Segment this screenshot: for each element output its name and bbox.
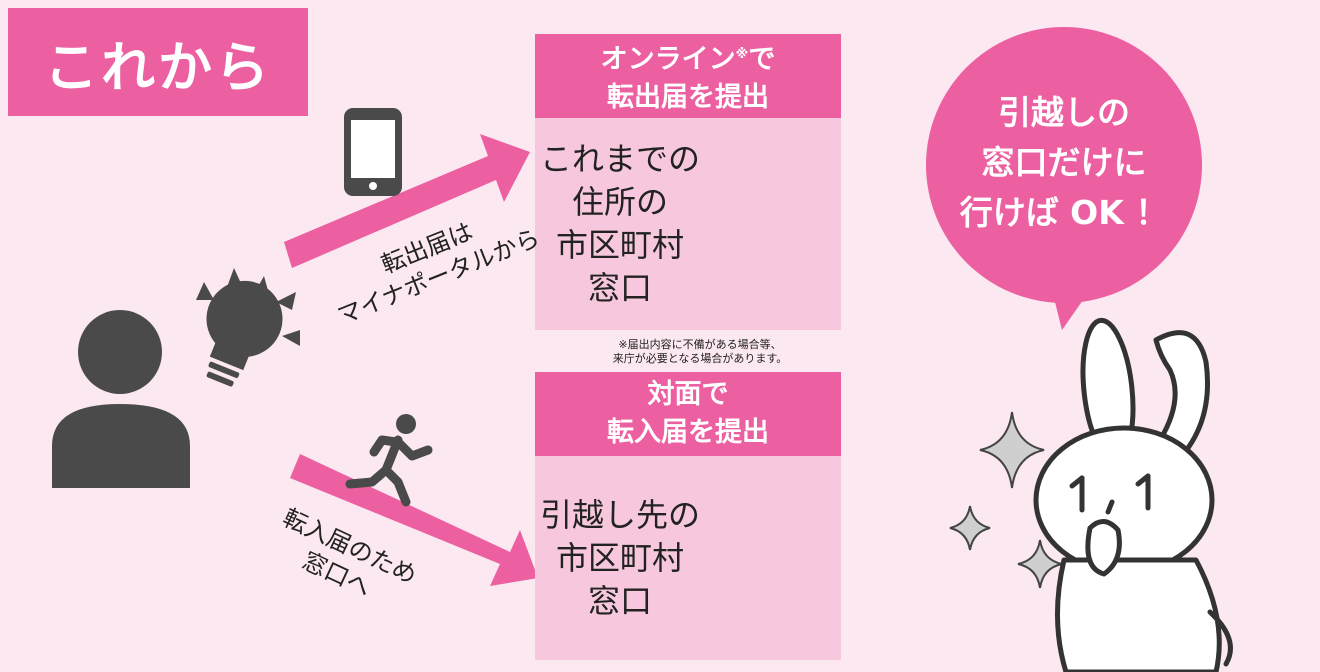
inperson-box-header-line1: 対面で <box>647 379 729 410</box>
online-box-line: これまでの <box>539 140 700 178</box>
online-box-line: 市区町村 <box>555 226 684 264</box>
inperson-box-header: 対面で 転入届を提出 <box>535 372 841 456</box>
footnote-line: ※届出内容に不備がある場合等、 <box>618 338 782 351</box>
rabbit-mascot <box>1033 317 1233 672</box>
online-box-body-right <box>705 118 841 330</box>
speech-bubble-text: 引越しの 窓口だけに 行けば OK ！ <box>936 88 1192 238</box>
inperson-box-line: 引越し先の <box>539 495 700 534</box>
smartphone-icon <box>344 108 402 196</box>
online-box-line: 窓口 <box>587 269 652 307</box>
page-title: これから <box>8 8 308 116</box>
online-box-header-line1: オンライン※で <box>600 43 776 75</box>
footnote-mark: ※ <box>735 46 749 62</box>
online-box-line: 住所の <box>571 183 668 221</box>
inperson-box-body-right <box>705 456 841 660</box>
lightbulb-icon <box>206 280 283 387</box>
speech-bubble-line: 引越しの <box>998 93 1130 132</box>
footnote: ※届出内容に不備がある場合等、 来庁が必要となる場合があります。 <box>560 338 840 366</box>
footnote-line: 来庁が必要となる場合があります。 <box>612 352 788 365</box>
inperson-box-line: 市区町村 <box>555 538 684 577</box>
lightbulb-rays <box>196 268 300 346</box>
sparkle-icon <box>949 411 1063 589</box>
speech-bubble-line: 行けば OK ！ <box>959 193 1169 232</box>
online-box-header-line2: 転出届を提出 <box>607 81 769 113</box>
speech-bubble-line: 窓口だけに <box>981 143 1147 182</box>
inperson-box-header-line2: 転入届を提出 <box>607 417 769 448</box>
speech-bubble <box>926 27 1202 330</box>
online-box-body: これまでの 住所の 市区町村 窓口 <box>535 118 705 330</box>
running-person-icon <box>345 414 433 507</box>
arrow-to-online-office <box>284 134 530 268</box>
online-box-header: オンライン※で 転出届を提出 <box>535 34 841 118</box>
inperson-box-line: 窓口 <box>587 581 652 620</box>
person-icon <box>52 310 190 488</box>
inperson-box-body: 引越し先の 市区町村 窓口 <box>535 456 705 660</box>
